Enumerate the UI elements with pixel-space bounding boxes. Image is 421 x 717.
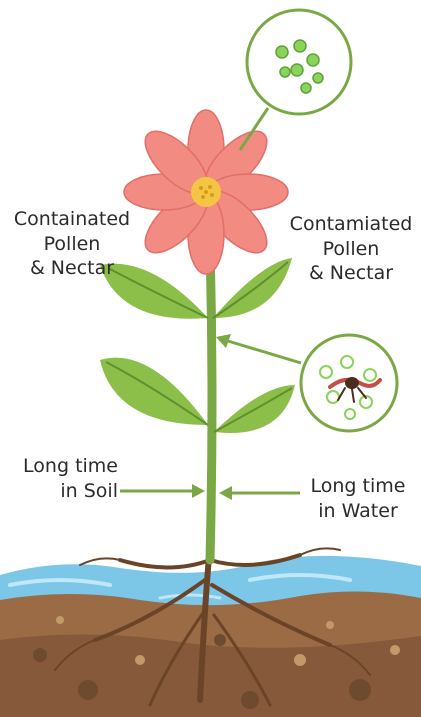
label-line: in Soil [6, 479, 118, 504]
arrow-from-water-label [219, 486, 300, 500]
label-left-pollen-nectar: Containated Pollen & Nectar [6, 207, 138, 281]
label-long-time-soil: Long time in Soil [6, 454, 118, 503]
label-line: Pollen [282, 237, 420, 262]
stem [210, 245, 212, 560]
arrow-from-soil-label [120, 484, 205, 498]
label-line: Long time [6, 454, 118, 479]
pollen-callout [240, 10, 351, 150]
leaf-lower-right [214, 385, 295, 433]
label-long-time-water: Long time in Water [296, 474, 420, 523]
leaf-lower-left [100, 358, 208, 425]
label-line: & Nectar [6, 256, 138, 281]
label-line: Pollen [6, 232, 138, 257]
soil-layer [0, 591, 421, 717]
label-right-pollen-nectar: Contamiated Pollen & Nectar [282, 212, 420, 286]
label-line: Contamiated [282, 212, 420, 237]
contaminant-callout [301, 335, 397, 431]
flower [124, 110, 288, 274]
label-line: & Nectar [282, 261, 420, 286]
leaves [100, 258, 295, 433]
leaf-upper-right [213, 258, 292, 318]
label-line: in Water [296, 499, 420, 524]
label-line: Long time [296, 474, 420, 499]
arrow-to-stem-from-callout [216, 334, 301, 363]
label-line: Containated [6, 207, 138, 232]
